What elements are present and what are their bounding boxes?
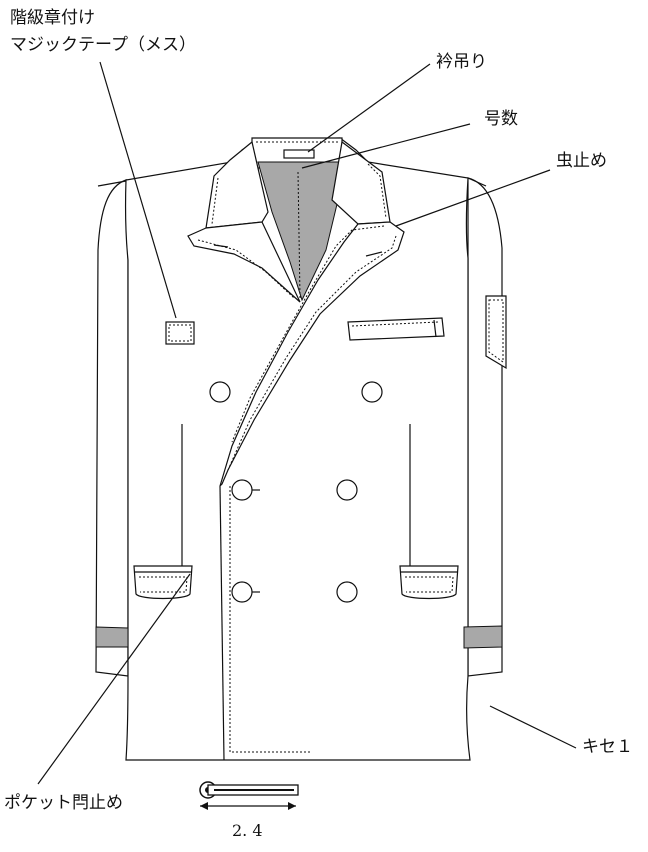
leader-rank-insignia <box>99 61 177 319</box>
label-rank-insignia-line1: 階級章付け <box>10 8 95 28</box>
right-sleeve <box>467 177 503 677</box>
center-back-line <box>297 171 301 299</box>
label-rank-insignia-line2: マジックテープ（メス） <box>10 35 196 55</box>
right-flap-stitch <box>405 576 454 593</box>
front-edge <box>219 485 225 761</box>
label-collar-hanger: 衿吊り <box>436 52 487 72</box>
button-top-right <box>361 381 383 403</box>
right-lapel-stitch <box>227 235 397 471</box>
sleeve-patch <box>485 295 507 370</box>
leader-size-tag <box>301 123 471 169</box>
left-notch-line <box>213 244 229 248</box>
leader-bar-tack <box>395 169 551 227</box>
front-edge-stitch <box>229 486 310 753</box>
leader-pocket-bar-tack <box>37 573 191 785</box>
left-lapel-stitch <box>197 239 295 299</box>
button-mid-right <box>336 479 358 501</box>
left-flap-stitch <box>139 576 188 593</box>
label-dimension: 2. 4 <box>232 821 263 840</box>
button-low-left <box>231 581 253 603</box>
dimension-arrow-left <box>200 802 208 810</box>
button-top-left <box>209 381 231 403</box>
left-lapel <box>187 221 301 303</box>
label-bar-tack: 虫止め <box>556 151 607 171</box>
right-collar-stitch <box>367 163 387 219</box>
label-size-tag: 号数 <box>484 109 518 129</box>
left-sleeve-band <box>95 626 129 648</box>
leader-collar-hanger <box>307 63 431 153</box>
chest-pocket-end <box>433 319 437 338</box>
dimension-arrow-right <box>288 802 296 810</box>
left-sleeve-seam <box>97 180 127 187</box>
left-sleeve <box>95 179 129 677</box>
sleeve-patch-stitch <box>488 299 504 363</box>
right-flap-pocket <box>399 565 459 600</box>
leader-kise <box>489 705 577 749</box>
right-lapel-inner-stitch <box>231 225 385 443</box>
right-sleeve-band <box>463 625 503 649</box>
right-sleeve-seam <box>467 177 487 187</box>
collar-hanger-loop <box>283 149 315 159</box>
right-notch-line <box>365 251 383 257</box>
label-kise: キセ１ <box>582 737 633 757</box>
rank-insignia-velcro-stitch <box>168 324 192 342</box>
right-lapel <box>219 221 405 487</box>
chest-pocket <box>347 317 445 341</box>
rank-insignia-velcro <box>165 321 195 345</box>
button-low-right <box>336 581 358 603</box>
label-pocket-bar-tack: ポケット閂止め <box>4 793 123 813</box>
jacket-body <box>125 137 471 761</box>
bar-tack-detail <box>199 781 299 810</box>
button-mid-left <box>231 479 253 501</box>
inner-lining <box>257 161 347 302</box>
